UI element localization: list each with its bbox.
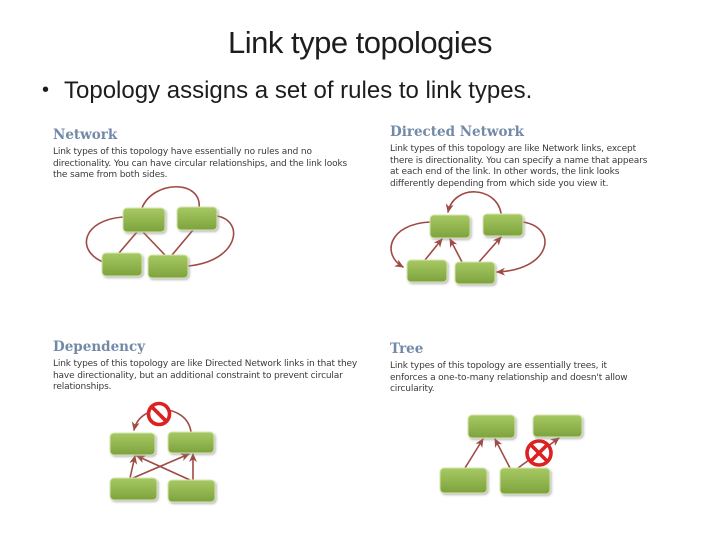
section-directed-network: Directed Network Link types of this topo… — [390, 124, 652, 190]
link-line — [171, 229, 194, 256]
link-line — [142, 231, 166, 256]
network-diagram — [85, 186, 235, 279]
node-box — [109, 477, 158, 501]
tree-diagram — [439, 414, 583, 495]
link-arrow — [494, 438, 511, 469]
tree-body: Link types of this topology are essentia… — [390, 361, 628, 394]
tree-heading: Tree — [390, 341, 424, 357]
section-network: Network Link types of this topology have… — [53, 127, 355, 182]
network-heading: Network — [53, 127, 118, 143]
link-arrow — [478, 236, 502, 263]
node-box — [147, 254, 189, 279]
link-arrow — [129, 455, 138, 479]
no-entry-icon — [146, 401, 172, 427]
link-arrow — [424, 238, 443, 261]
node-box — [532, 414, 583, 438]
bullet-text: Topology assigns a set of rules to link … — [64, 77, 533, 104]
node-box — [467, 414, 516, 439]
link-line — [141, 186, 200, 210]
dependency-diagram — [109, 401, 216, 503]
node-box — [176, 206, 218, 231]
link-arrow — [496, 221, 546, 276]
node-box — [454, 261, 496, 285]
node-box — [406, 259, 448, 283]
node-box — [499, 467, 551, 495]
section-dependency: Dependency Link types of this topology a… — [53, 339, 375, 394]
bullet-icon: • — [42, 79, 50, 101]
bullet-item: • Topology assigns a set of rules to lin… — [42, 76, 692, 107]
directed-network-heading: Directed Network — [390, 124, 524, 140]
node-box — [167, 479, 216, 503]
link-arrow — [449, 238, 463, 263]
link-line — [187, 215, 235, 267]
node-box — [439, 467, 488, 494]
section-tree: Tree Link types of this topology are ess… — [390, 341, 646, 396]
link-arrow — [445, 191, 502, 214]
link-arrow — [390, 221, 431, 268]
slide-title: Link type topologies — [227, 25, 493, 60]
node-box — [101, 252, 143, 277]
directed-network-diagram — [390, 191, 546, 285]
link-arrow — [136, 455, 191, 481]
link-line — [118, 231, 138, 254]
node-box — [429, 214, 471, 239]
link-line — [85, 216, 124, 263]
node-box — [482, 213, 524, 237]
node-box — [167, 431, 215, 454]
crossed-circle-icon — [525, 439, 553, 467]
dependency-body: Link types of this topology are like Dir… — [53, 359, 358, 392]
link-arrow — [464, 438, 484, 469]
dependency-heading: Dependency — [53, 339, 146, 355]
node-box — [122, 207, 166, 233]
network-body: Link types of this topology have essenti… — [53, 147, 348, 180]
directed-network-body: Link types of this topology are like Net… — [390, 144, 648, 189]
node-box — [109, 432, 156, 456]
